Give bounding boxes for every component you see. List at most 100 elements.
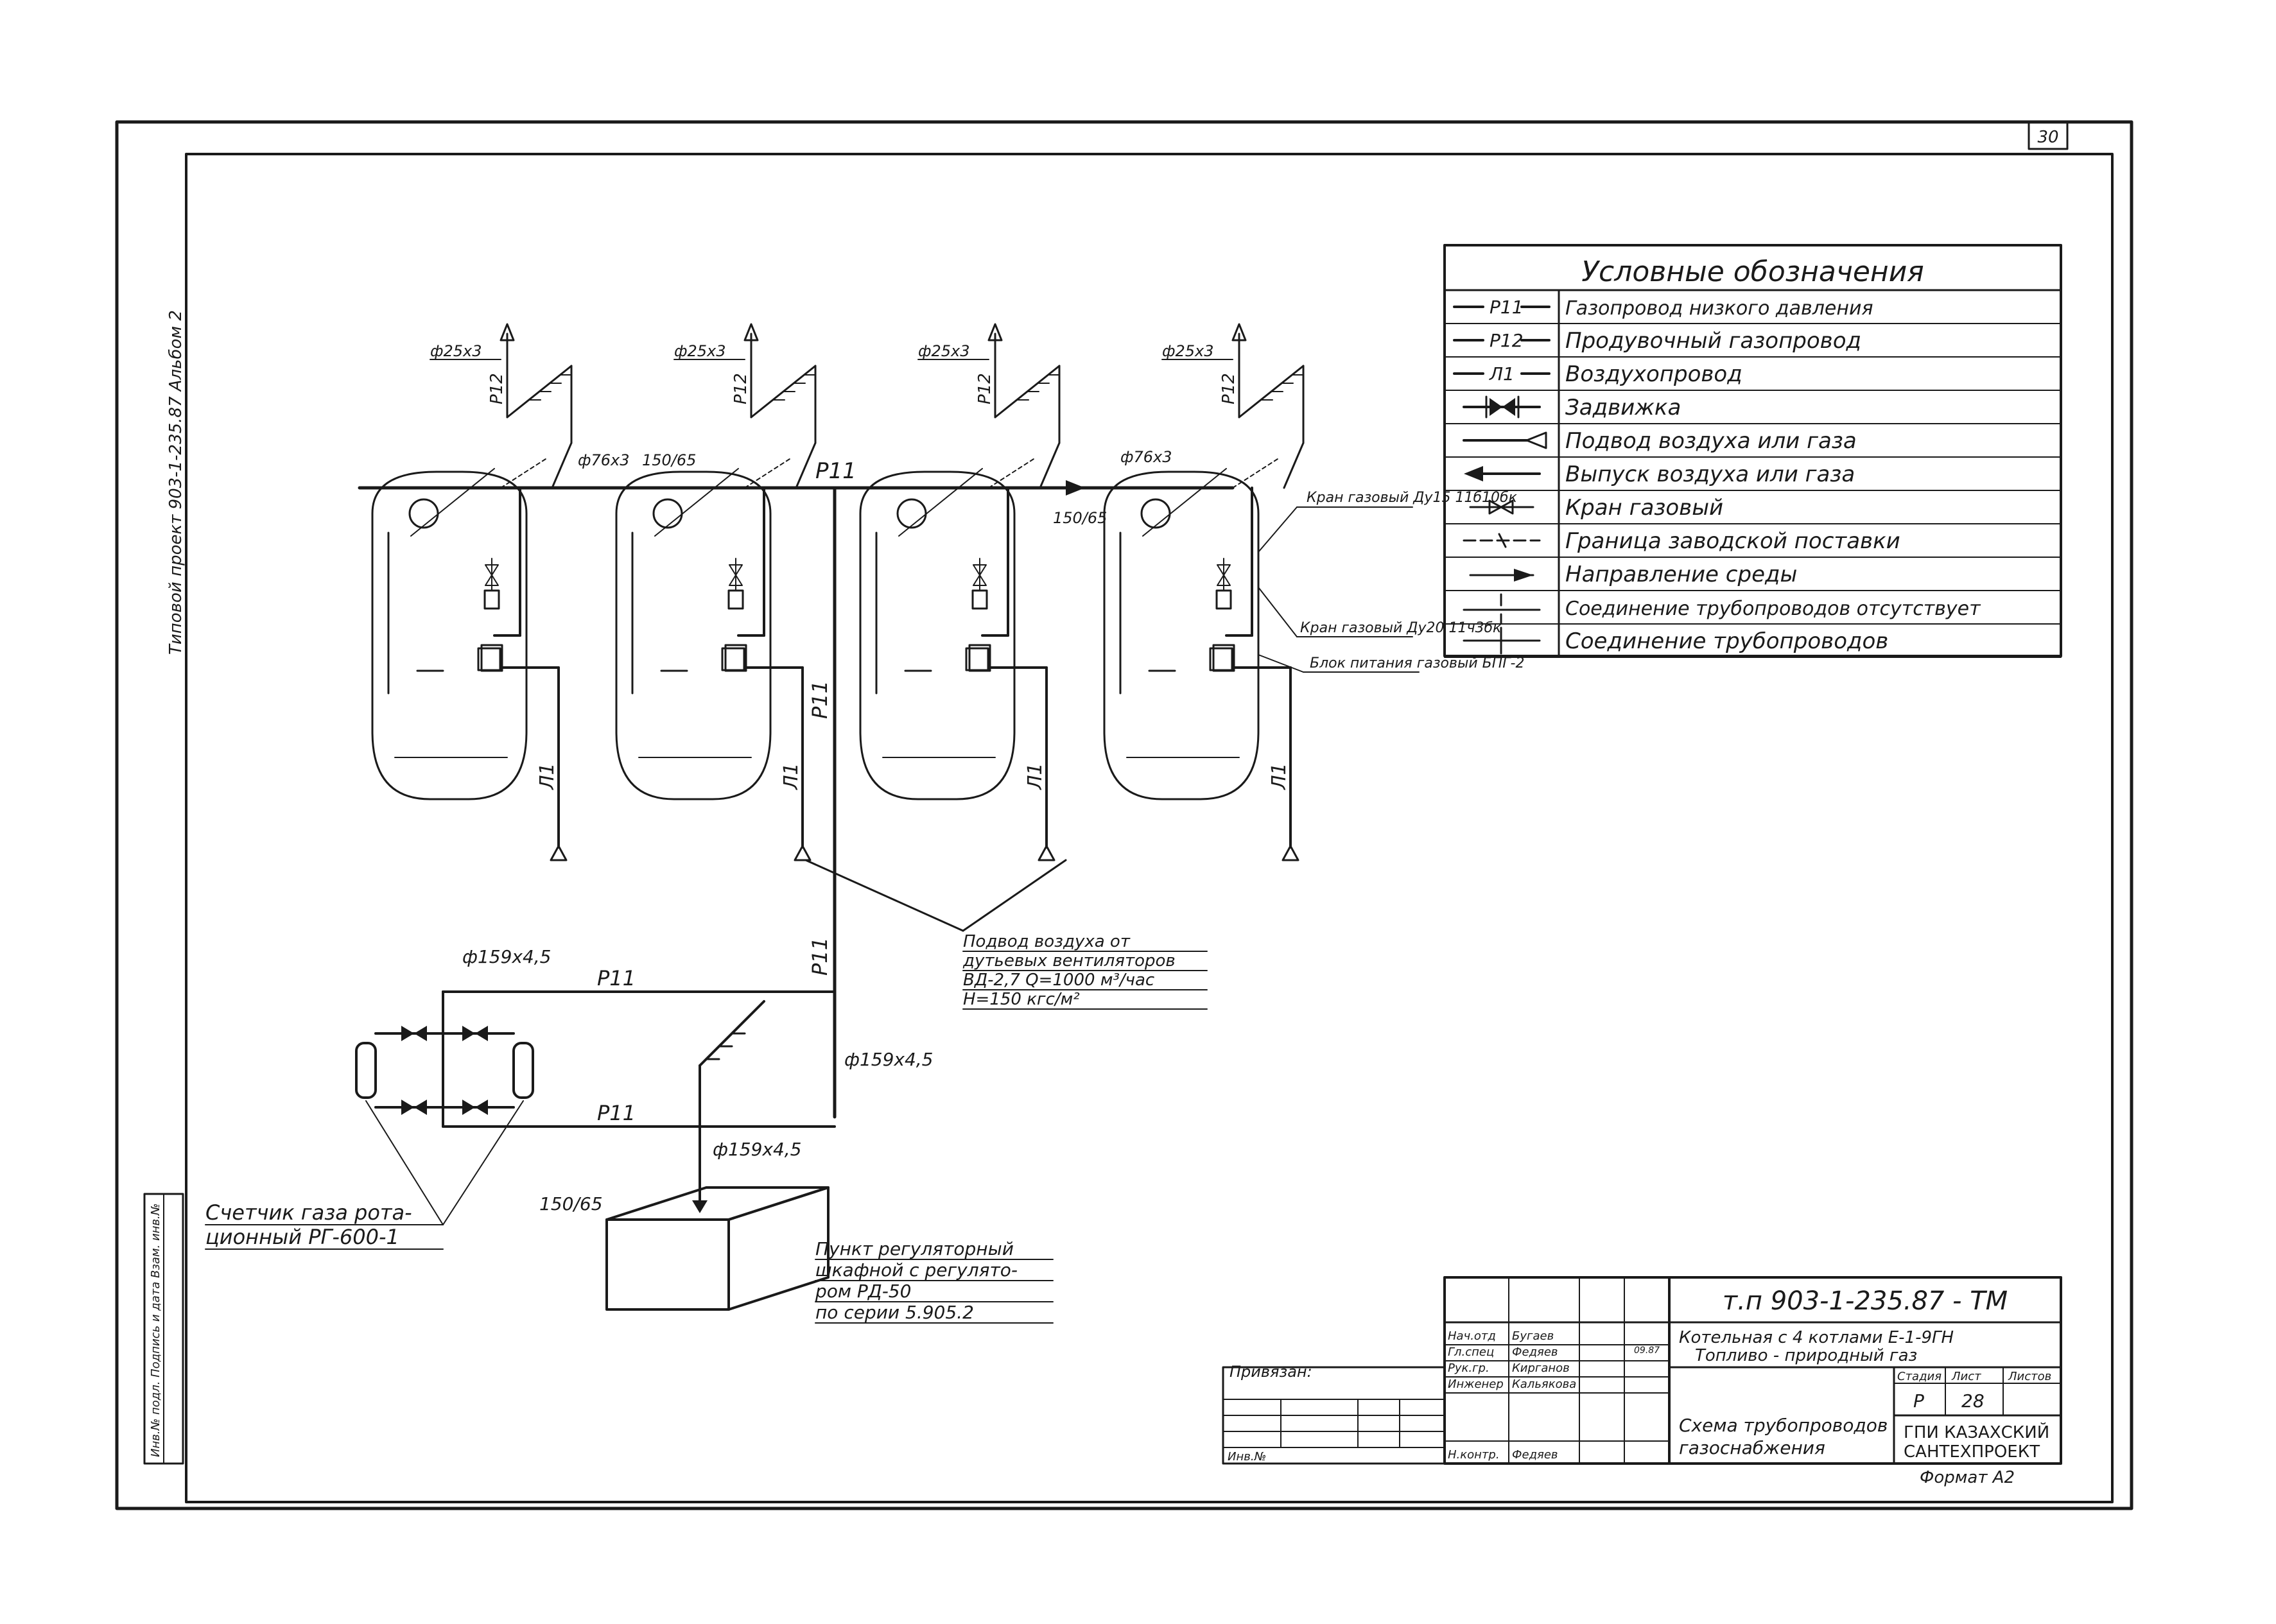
d76-label: ф76х3: [1120, 448, 1172, 466]
legend-item-label: Продувочный газопровод: [1565, 328, 1861, 354]
legend-item-label: Выпуск воздуха или газа: [1565, 462, 1855, 487]
legend-row: Л1 Воздухопровод: [1453, 361, 1742, 387]
d25-label: ф25х3: [1162, 342, 1214, 360]
p12-label: Р12: [1219, 373, 1238, 404]
legend-symbol-label: Л1: [1489, 363, 1515, 384]
signature-role: Н.контр.: [1448, 1448, 1500, 1462]
signature-role: Инженер: [1448, 1378, 1504, 1391]
valve-icon: [973, 564, 987, 586]
callout-gas-meter-line: ционный РГ-600-1: [205, 1225, 399, 1249]
vent-arrow-icon: [500, 323, 515, 341]
legend-symbol-label: Р11: [1490, 297, 1524, 318]
legend-item-label: Соединение трубопроводов: [1565, 628, 1888, 654]
inv-no-label: Инв.№: [1228, 1450, 1266, 1464]
air-supply-arrow-icon: [1038, 845, 1055, 861]
organization-2: САНТЕХПРОЕКТ: [1904, 1442, 2040, 1462]
callout-power-block: Блок питания газовый БПГ-2: [1310, 655, 1524, 671]
p12-label: Р12: [487, 373, 507, 404]
burner-icon: [408, 498, 439, 529]
flow-direction-icon: [1514, 569, 1533, 582]
signature-name: Федяев: [1512, 1345, 1558, 1359]
stage-value: Р: [1913, 1390, 1924, 1412]
dn150-label: 150/65: [642, 451, 696, 469]
legend-row: Соединение трубопроводов: [1463, 626, 1888, 655]
sheet-header: Лист: [1951, 1370, 1981, 1383]
valve-icon: [485, 564, 499, 586]
air-callout-leader-2: [962, 859, 1067, 932]
l1-label: Л1: [536, 763, 559, 790]
boundary-mark-icon: [1498, 533, 1507, 548]
callout-valve-1: Кран газовый Ду15 11б10бк: [1307, 490, 1518, 506]
boiler-unit: Л1 Р12 ф25х3 ф76х3: [1103, 323, 1305, 861]
p12-label: Р12: [731, 373, 751, 404]
inner-frame: [185, 153, 2114, 1503]
air-supply-arrow-icon: [550, 845, 568, 861]
stage-header: Стадия: [1897, 1370, 1942, 1383]
signature-role: Нач.отд: [1448, 1329, 1496, 1343]
signature-name: Кирганов: [1512, 1361, 1570, 1375]
d76-label: ф76х3: [578, 451, 630, 469]
valve-icon: [401, 1100, 427, 1115]
legend-item-label: Задвижка: [1565, 395, 1681, 420]
privyazan-block: Привязан: Инв.№: [1222, 1363, 1446, 1465]
legend-row: Кран газовый: [1469, 495, 1723, 521]
legend-item-label: Газопровод низкого давления: [1565, 297, 1873, 320]
date-code: 09.87: [1634, 1345, 1660, 1356]
gate-valve-icon: [1490, 398, 1515, 416]
legend-row: Направление среды: [1469, 562, 1797, 587]
d159-label-top: ф159х4,5: [462, 946, 551, 967]
legend-item-label: Соединение трубопроводов отсутствует: [1565, 598, 1981, 620]
boiler-body: [371, 471, 528, 800]
legend-item-label: Направление среды: [1565, 562, 1797, 587]
boiler-body: [1103, 471, 1260, 800]
legend-item-label: Граница заводской поставки: [1565, 528, 1900, 554]
callout-regulator-line: ром РД-50: [815, 1281, 911, 1302]
callout-regulator-line: шкафной с регулято-: [815, 1259, 1018, 1281]
air-supply-arrow-icon: [1281, 845, 1299, 861]
burner-icon: [652, 498, 683, 529]
d159-label-riser: ф159х4,5: [844, 1049, 933, 1070]
sheet-number: 30: [2037, 128, 2058, 147]
callout-air-supply-line: ВД-2,7 Q=1000 м³/час: [963, 971, 1154, 990]
callout-regulator-line: по серии 5.905.2: [815, 1302, 974, 1323]
legend-title: Условные обозначения: [1581, 255, 1924, 288]
sheet-title-2: газоснабжения: [1679, 1437, 1825, 1458]
object-name-1: Котельная с 4 котлами Е-1-9ГН: [1679, 1328, 1954, 1347]
sheets-header: Листов: [2008, 1370, 2051, 1383]
dn150-label: 150/65: [1053, 509, 1107, 527]
gas-meter-assembly: Р11 Р11 ф159х4,5: [355, 946, 836, 1128]
air-callout-leader-1: [804, 859, 964, 932]
callout-valve-2: Кран газовый Ду20 11ч3бк: [1300, 620, 1502, 636]
sheet-value: 28: [1961, 1390, 1985, 1412]
sheet-number-box: [2028, 121, 2069, 150]
p11-main-label: Р11: [815, 458, 856, 484]
l1-label: Л1: [1024, 763, 1047, 790]
valve-icon: [462, 1100, 488, 1115]
flow-arrow: [1066, 480, 1085, 496]
valve-icon: [462, 1026, 488, 1041]
legend-item-label: Воздухопровод: [1565, 361, 1742, 387]
side-stamp: Инв.№ подл. Подпись и дата Взам. инв.№: [143, 1193, 184, 1465]
project-code: т.п 903-1-235.87 - ТМ: [1723, 1286, 2008, 1316]
regulator-box: [605, 1186, 830, 1311]
legend-item-label: Кран газовый: [1565, 495, 1723, 521]
dn150-label-regulator: 150/65: [539, 1193, 603, 1214]
p11-meter-top-label: Р11: [597, 966, 636, 990]
signature-name: Кальякова: [1512, 1378, 1576, 1391]
d25-label: ф25х3: [918, 342, 970, 360]
callout-air-supply-line: Н=150 кгс/м²: [963, 990, 1080, 1009]
legend-row: Выпуск воздуха или газа: [1464, 462, 1855, 487]
l1-label: Л1: [1268, 763, 1290, 790]
l1-label: Л1: [780, 763, 803, 790]
d159-label-bottom: ф159х4,5: [713, 1139, 801, 1160]
side-label: Типовой проект 903-1-235.87 Альбом 2: [166, 310, 186, 655]
boilers-group: Л1Р12ф25х3ф76х3Л1Р12ф25х3150/65Л1Р12ф25х…: [371, 323, 1305, 861]
signature-role: Рук.гр.: [1448, 1361, 1490, 1375]
callout-air-supply-line: дутьевых вентиляторов: [962, 951, 1176, 971]
meter-body-left: [355, 1042, 377, 1099]
release-arrow-icon: [1464, 466, 1483, 481]
